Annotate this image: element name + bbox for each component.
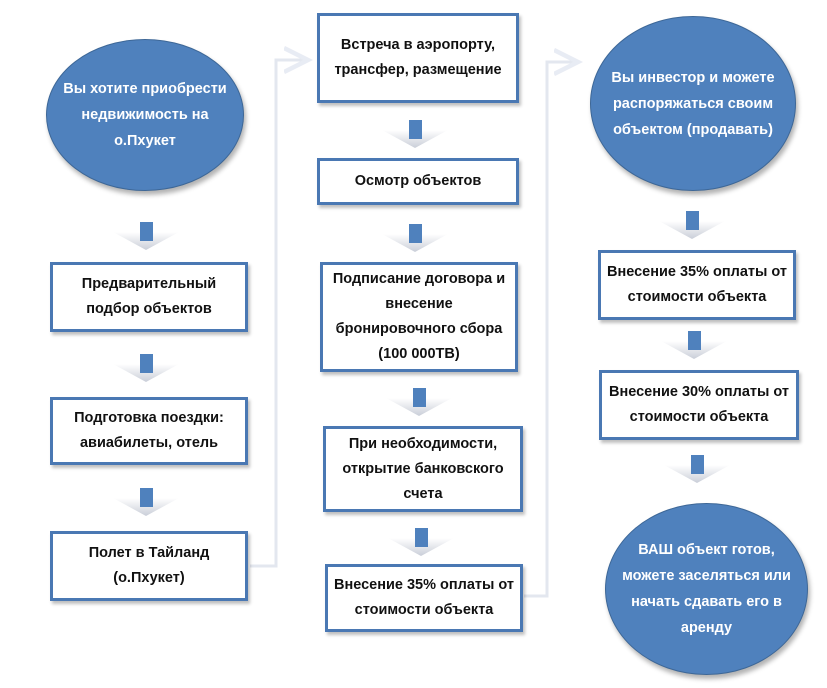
step-contract-signing: Подписание договора и внесение бронирово… <box>320 262 518 372</box>
investor-circle-label: Вы инвестор и можете распоряжаться своим… <box>611 69 775 138</box>
down-arrow-icon <box>664 455 730 483</box>
connector-col2-to-col3 <box>524 62 578 598</box>
step-property-viewing: Осмотр объектов <box>317 158 519 205</box>
step-flight: Полет в Тайланд (о.Пхукет) <box>50 531 248 601</box>
down-arrow-icon <box>113 488 179 516</box>
down-arrow-icon <box>382 224 448 252</box>
step-payment-35: Внесение 35% оплаты от стоимости объекта <box>598 250 796 320</box>
connector-col1-to-col2 <box>250 60 308 568</box>
down-arrow-icon <box>386 388 452 416</box>
investor-circle: Вы инвестор и можете распоряжаться своим… <box>590 16 796 191</box>
step-trip-preparation: Подготовка поездки: авиабилеты, отель <box>50 397 248 465</box>
ready-circle-label: ВАШ объект готов, можете заселяться или … <box>622 542 791 636</box>
ready-circle: ВАШ объект готов, можете заселяться или … <box>605 503 808 675</box>
down-arrow-icon <box>659 211 725 239</box>
step-payment-30: Внесение 30% оплаты от стоимости объекта <box>599 370 799 440</box>
down-arrow-icon <box>661 331 727 359</box>
down-arrow-icon <box>382 120 448 148</box>
step-preliminary-selection: Предварительный подбор объектов <box>50 262 248 332</box>
step-payment-35-first: Внесение 35% оплаты от стоимости объекта <box>325 564 523 632</box>
down-arrow-icon <box>388 528 454 556</box>
start-circle: Вы хотите приобрести недвижимость на о.П… <box>46 39 244 191</box>
step-bank-account: При необходимости, открытие банковского … <box>323 426 523 512</box>
down-arrow-icon <box>113 222 179 250</box>
start-circle-label: Вы хотите приобрести недвижимость на о.П… <box>63 81 227 149</box>
step-airport-meeting: Встреча в аэропорту, трансфер, размещени… <box>317 13 519 103</box>
down-arrow-icon <box>113 354 179 382</box>
